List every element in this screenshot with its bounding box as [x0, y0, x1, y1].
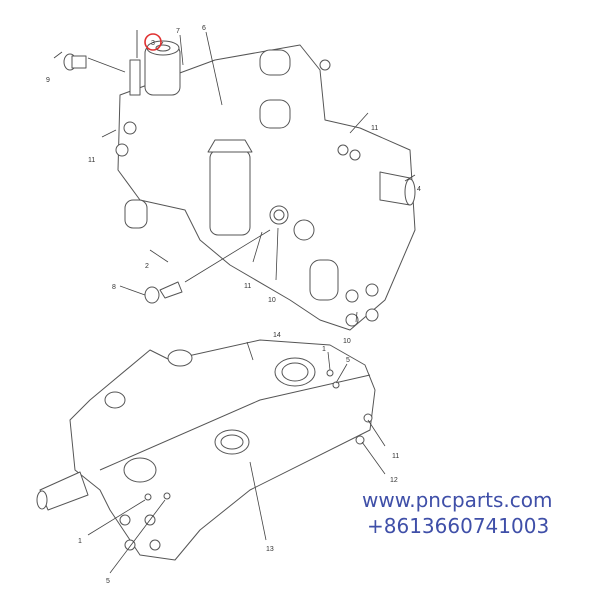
callout-1-b: 1	[78, 538, 82, 545]
website-watermark: www.pncparts.com	[362, 488, 553, 512]
callout-7: 7	[176, 28, 180, 35]
leader-lines	[53, 31, 416, 574]
callout-11-d: 11	[392, 453, 399, 460]
callout-11-b: 11	[371, 125, 378, 132]
callout-6: 6	[202, 25, 206, 32]
callout-4: 4	[417, 186, 421, 193]
upper-valve-assembly	[115, 30, 416, 331]
callout-2: 2	[145, 263, 149, 270]
callout-10-a: 10	[268, 297, 276, 304]
callout-1-a: 1	[322, 346, 326, 353]
callout-8: 8	[112, 284, 116, 291]
callout-9: 9	[46, 77, 50, 84]
callout-14: 14	[273, 332, 281, 339]
callout-11-c: 11	[244, 283, 251, 290]
highlight-circle	[144, 33, 162, 51]
loose-parts	[63, 53, 183, 304]
callout-5-a: 5	[346, 357, 350, 364]
callout-10-b: 10	[343, 338, 351, 345]
callout-13: 13	[266, 546, 274, 553]
phone-watermark: +8613660741003	[367, 514, 550, 538]
callout-5-b: 5	[106, 578, 110, 585]
callout-11-a: 11	[88, 157, 95, 164]
lower-valve-body	[36, 339, 376, 561]
callout-3: 3	[151, 40, 155, 47]
callout-12: 12	[390, 477, 398, 484]
